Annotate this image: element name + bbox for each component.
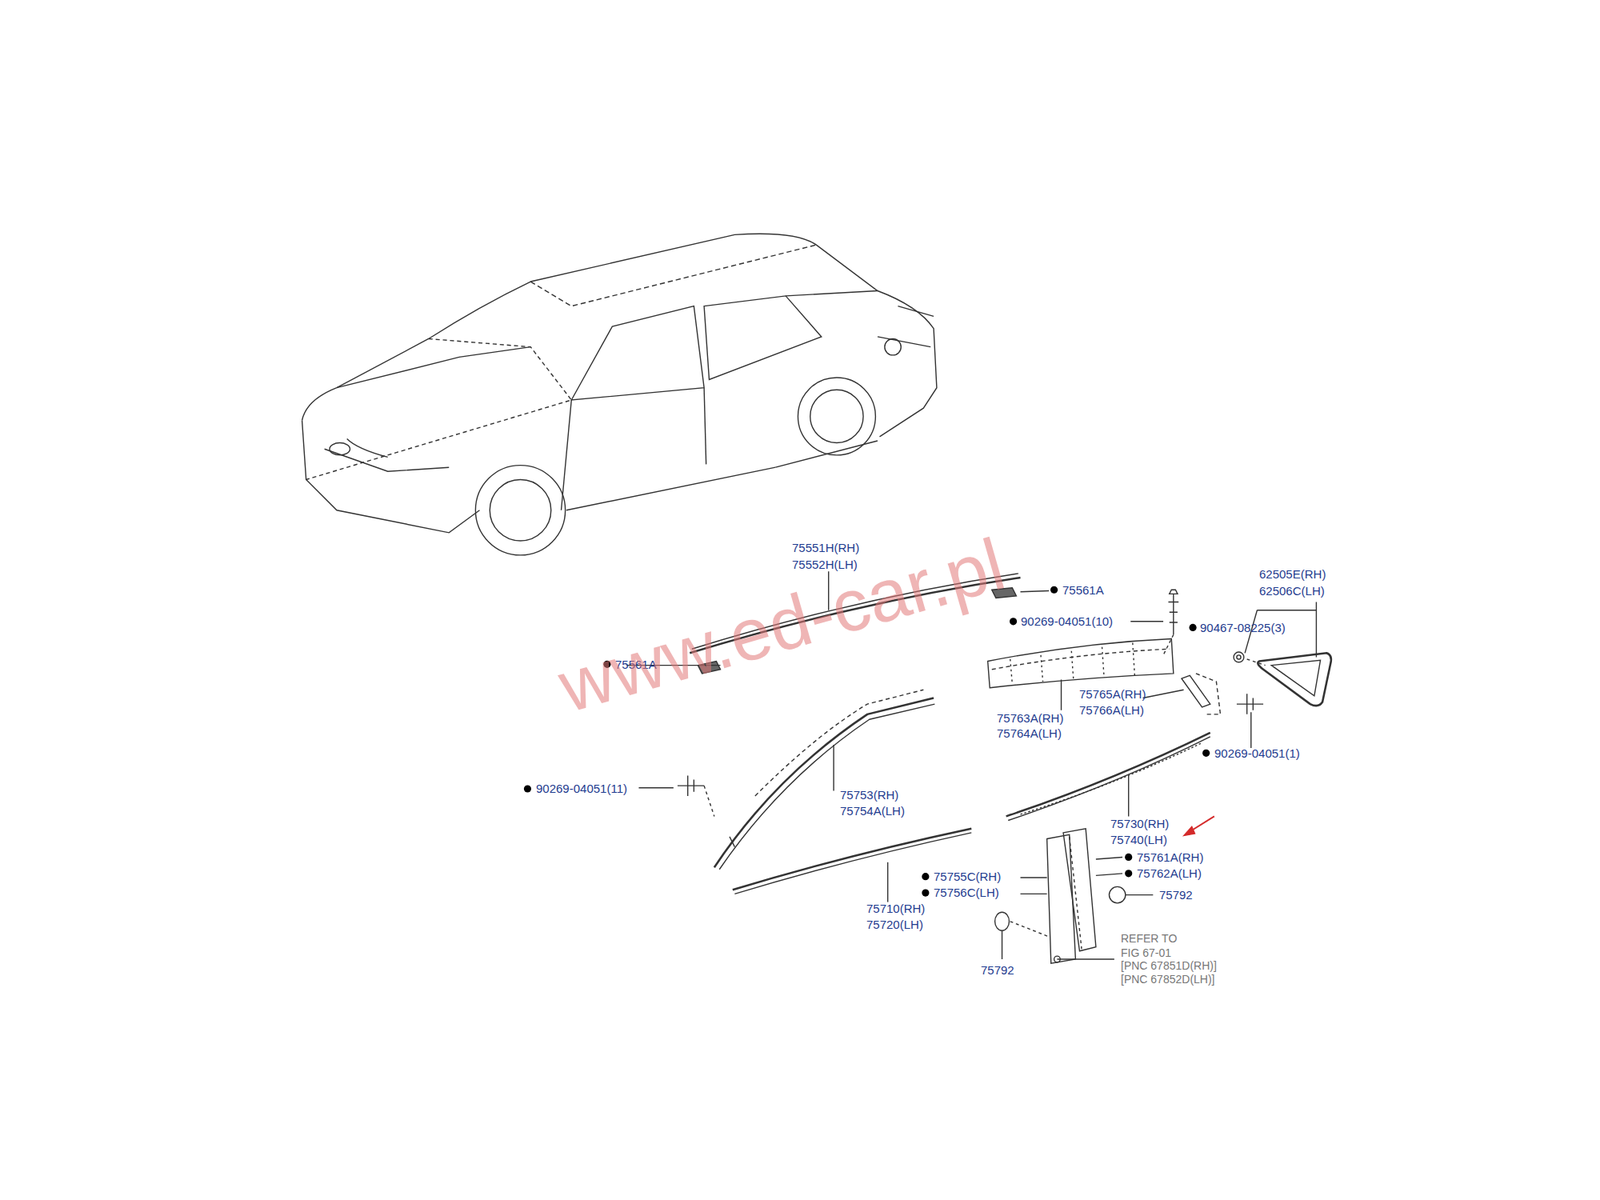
part-number: 90269-04051(1) xyxy=(1214,747,1300,760)
part-number: 75720(LH) xyxy=(866,918,924,931)
part-number: 75792 xyxy=(980,964,1015,976)
part-number: 75740(LH) xyxy=(1110,833,1168,846)
part-number: 75756C(LH) xyxy=(933,886,1000,899)
part-number: 75792 xyxy=(1159,888,1193,901)
part-number: 75761A(RH) xyxy=(1136,851,1204,864)
part-number: 90269-04051(11) xyxy=(536,782,628,795)
part-number: 75764A(LH) xyxy=(996,727,1062,740)
part-number: 75766A(LH) xyxy=(1079,704,1144,716)
part-number: 90269-04051(10) xyxy=(1020,615,1113,628)
part-number: 75710(RH) xyxy=(866,902,925,915)
part-number: 75551H(RH) xyxy=(792,541,860,554)
red-arrow xyxy=(1184,816,1215,836)
watermark: www.ed-car.pl xyxy=(551,526,1012,724)
part-number: 75765A(RH) xyxy=(1079,688,1146,700)
part-number: 75754A(LH) xyxy=(840,804,905,817)
reference-note: [PNC 67851D(RH)] xyxy=(1120,960,1217,972)
part-number: 75561A xyxy=(1062,584,1104,596)
part-number: 75753(RH) xyxy=(840,788,899,801)
part-number: 75730(RH) xyxy=(1110,817,1169,830)
reference-note: REFER TO xyxy=(1120,932,1177,944)
part-number: 75755C(RH) xyxy=(933,870,1001,883)
part-number: 90467-08225(3) xyxy=(1200,621,1286,634)
reference-note: FIG 67-01 xyxy=(1120,947,1172,959)
reference-note: [PNC 67852D(LH)] xyxy=(1120,973,1216,985)
car-outline xyxy=(302,233,937,556)
part-number: 62505E(RH) xyxy=(1259,568,1326,580)
part-number: 62506C(LH) xyxy=(1259,584,1325,597)
part-number: 75763A(RH) xyxy=(996,712,1064,724)
part-number: 75762A(LH) xyxy=(1136,867,1202,880)
